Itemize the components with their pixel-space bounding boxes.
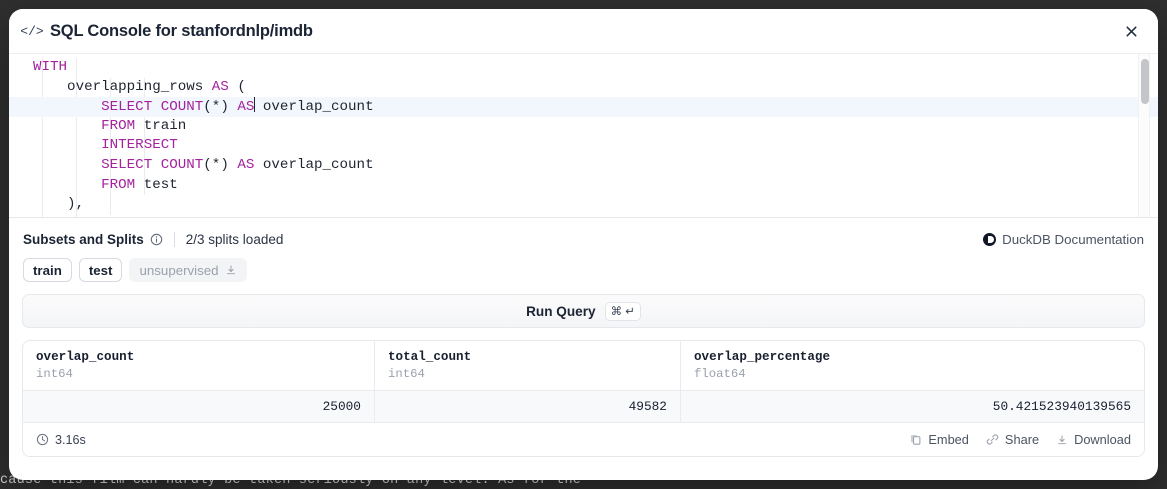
embed-button[interactable]: Embed bbox=[909, 432, 969, 447]
page-title: SQL Console for stanfordnlp/imdb bbox=[50, 21, 313, 40]
info-icon[interactable] bbox=[150, 233, 163, 246]
sql-text: train bbox=[135, 117, 187, 134]
split-chip-label: test bbox=[88, 262, 113, 278]
duckdb-documentation-label: DuckDB Documentation bbox=[1002, 231, 1144, 247]
duckdb-documentation-link[interactable]: DuckDB Documentation bbox=[983, 232, 1144, 247]
sql-keyword: WITH bbox=[33, 59, 68, 75]
code-line[interactable]: overlapping_rows AS ( bbox=[9, 78, 1158, 98]
code-line[interactable]: INTERSECT bbox=[9, 136, 1158, 156]
table-cell: 49582 bbox=[375, 391, 681, 422]
sql-keyword: FROM bbox=[101, 117, 136, 134]
code-line[interactable]: SELECT COUNT(*) AS overlap_count bbox=[9, 97, 1158, 117]
sql-text: overlap_count bbox=[254, 99, 374, 116]
table-column-header[interactable]: overlap_percentage float64 bbox=[681, 341, 1144, 390]
subsets-label: Subsets and Splits bbox=[23, 231, 144, 247]
code-line[interactable]: FROM train bbox=[9, 117, 1158, 137]
sql-keyword: SELECT COUNT bbox=[101, 99, 204, 116]
code-brackets-icon: </> bbox=[20, 23, 44, 39]
sql-keyword: AS bbox=[237, 99, 255, 116]
action-label: Share bbox=[1004, 432, 1040, 447]
sql-keyword: AS bbox=[237, 156, 255, 173]
duckdb-logo-icon bbox=[983, 232, 997, 246]
footer-actions: Embed Share Download bbox=[909, 432, 1131, 447]
table-column-header[interactable]: total_count int64 bbox=[375, 341, 681, 390]
sql-text bbox=[33, 177, 101, 193]
editor-scrollbar[interactable] bbox=[1138, 54, 1150, 217]
divider bbox=[173, 231, 175, 247]
split-chip-train[interactable]: train bbox=[23, 258, 72, 282]
close-icon[interactable] bbox=[1120, 20, 1142, 42]
sql-text: ), bbox=[33, 196, 85, 213]
action-label: Embed bbox=[928, 432, 969, 447]
sql-editor[interactable]: WITH overlapping_rows AS ( SELECT COUNT(… bbox=[9, 53, 1158, 218]
run-query-area: Run Query ⌘ ↵ bbox=[9, 284, 1158, 328]
column-type: int64 bbox=[388, 367, 425, 381]
subsets-and-splits-bar: Subsets and Splits 2/3 splits loaded Duc… bbox=[9, 222, 1158, 256]
sql-text: ( bbox=[228, 78, 246, 95]
split-chip-label: unsupervised bbox=[139, 262, 219, 278]
table-cell: 25000 bbox=[23, 391, 375, 422]
modal-header: </> SQL Console for stanfordnlp/imdb bbox=[9, 9, 1158, 53]
column-name: total_count bbox=[388, 350, 472, 364]
sql-text: (*) bbox=[203, 99, 238, 116]
code-line[interactable]: SELECT COUNT(*) AS overlap_count bbox=[9, 156, 1158, 176]
share-button[interactable]: Share bbox=[986, 432, 1039, 447]
download-icon bbox=[1056, 434, 1068, 446]
sql-text: test bbox=[135, 176, 178, 193]
query-timing-value: 3.16s bbox=[55, 432, 86, 447]
sql-keyword: AS bbox=[211, 78, 229, 95]
clock-icon bbox=[36, 433, 49, 446]
code-line[interactable]: WITH bbox=[9, 58, 1158, 78]
split-chip-test[interactable]: test bbox=[78, 258, 123, 282]
query-timing: 3.16s bbox=[36, 433, 86, 447]
run-query-button[interactable]: Run Query ⌘ ↵ bbox=[22, 294, 1145, 328]
sql-keyword: FROM bbox=[101, 176, 136, 193]
results-footer: 3.16s Embed Share Download bbox=[23, 422, 1144, 456]
column-name: overlap_percentage bbox=[694, 350, 831, 364]
code-line[interactable]: ), bbox=[9, 195, 1158, 215]
sql-console-modal: </> SQL Console for stanfordnlp/imdb WIT… bbox=[9, 9, 1158, 480]
split-chip-unsupervised[interactable]: unsupervised bbox=[129, 258, 247, 282]
table-cell: 50.421523940139565 bbox=[992, 399, 1131, 414]
sql-text: overlap_count bbox=[254, 156, 374, 173]
sql-text bbox=[33, 118, 101, 134]
column-name: overlap_count bbox=[36, 350, 135, 364]
sql-text: (*) bbox=[203, 156, 238, 173]
sql-keyword: INTERSECT bbox=[101, 137, 178, 154]
sql-text: overlapping_rows bbox=[33, 78, 212, 95]
sql-text bbox=[33, 137, 101, 153]
sql-text bbox=[33, 99, 101, 115]
sql-keyword: SELECT COUNT bbox=[101, 156, 204, 173]
editor-scrollbar-thumb[interactable] bbox=[1141, 59, 1149, 104]
download-icon[interactable] bbox=[225, 264, 237, 276]
split-chips: train test unsupervised bbox=[9, 256, 1158, 284]
run-query-label: Run Query bbox=[526, 303, 596, 319]
run-query-shortcut: ⌘ ↵ bbox=[604, 301, 641, 321]
split-chip-label: train bbox=[33, 262, 62, 278]
sql-text bbox=[33, 157, 101, 173]
text-caret bbox=[254, 97, 256, 113]
action-label: Download bbox=[1074, 432, 1131, 447]
splits-loaded-status: 2/3 splits loaded bbox=[185, 231, 284, 247]
table-column-header[interactable]: overlap_count int64 bbox=[23, 341, 375, 390]
download-button[interactable]: Download bbox=[1056, 432, 1131, 447]
column-type: float64 bbox=[694, 367, 746, 381]
copy-icon bbox=[909, 433, 922, 446]
column-type: int64 bbox=[36, 367, 73, 381]
sql-editor-content[interactable]: WITH overlapping_rows AS ( SELECT COUNT(… bbox=[9, 54, 1158, 217]
code-line[interactable]: FROM test bbox=[9, 176, 1158, 196]
link-icon bbox=[986, 433, 999, 446]
